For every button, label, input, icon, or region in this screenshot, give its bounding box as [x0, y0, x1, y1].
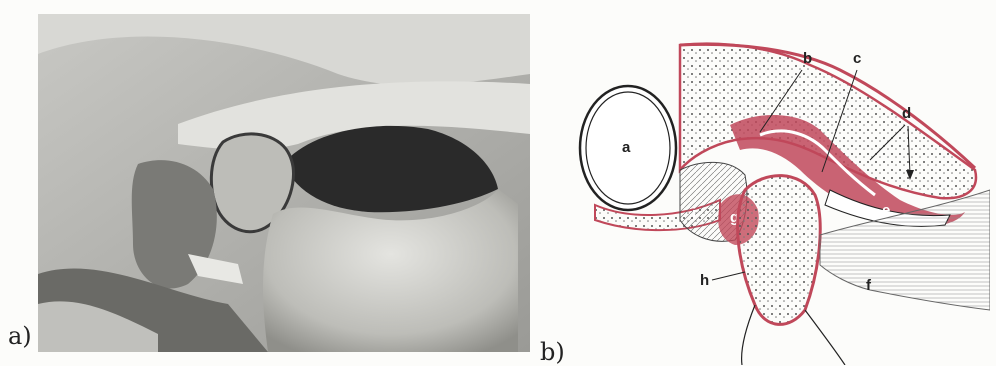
label-h: h — [700, 272, 709, 289]
leader-h — [712, 272, 745, 280]
label-d: d — [902, 105, 911, 122]
tmj-photograph-illustration — [38, 14, 530, 352]
label-i: i — [692, 205, 696, 222]
label-c: c — [853, 50, 861, 67]
label-a: a — [622, 139, 631, 156]
condyle-neck-line — [742, 305, 755, 365]
panel-label-b: b) — [540, 338, 565, 366]
tmj-photograph — [38, 14, 530, 352]
label-e: e — [882, 202, 890, 219]
label-b: b — [803, 50, 812, 67]
tmj-cross-section-diagram: a i e g h f b c d — [570, 40, 990, 365]
condyle-neck-line-right — [805, 310, 845, 365]
condyle — [738, 176, 821, 325]
panel-label-a: a) — [8, 322, 32, 350]
